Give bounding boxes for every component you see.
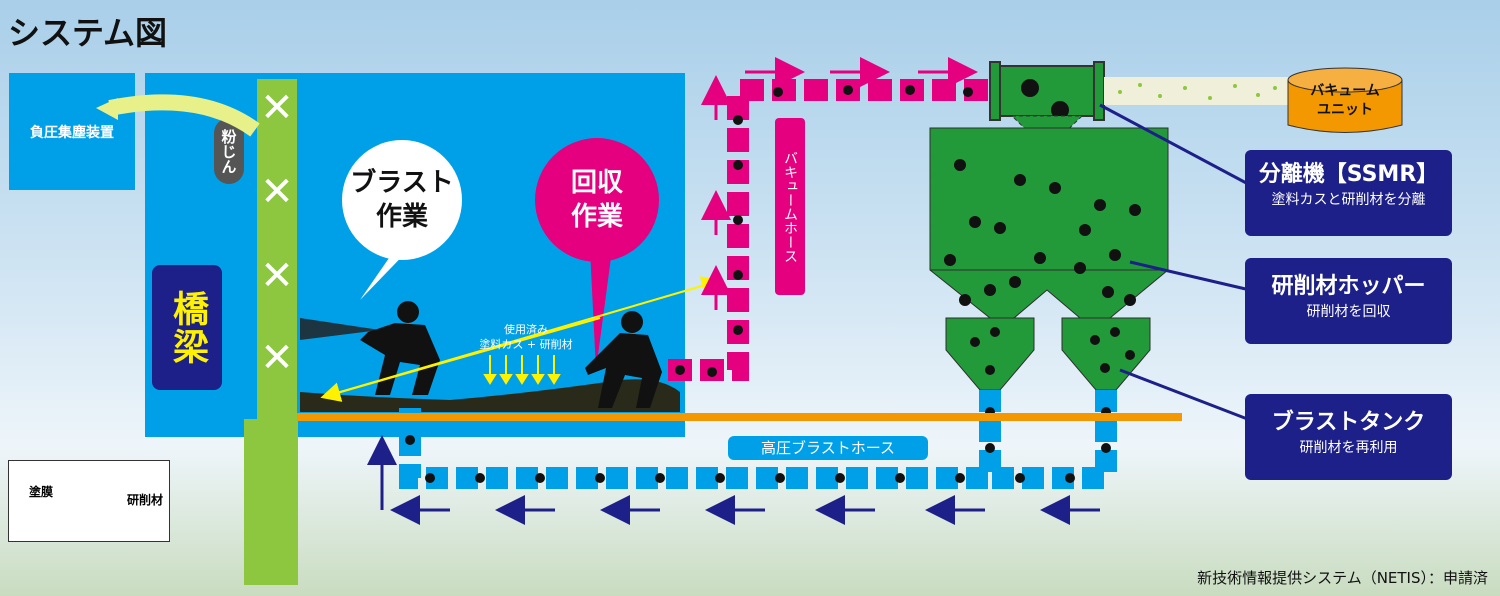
recovery-worker-silhouette [585,311,662,408]
vacuum-unit-line1: バキューム [1310,83,1380,99]
separator-inlet [996,65,1098,117]
recovery-bubble-tail [590,250,612,370]
work-floor-line [297,413,1182,421]
high-pressure-hose-label: 高圧ブラストホース [728,436,928,460]
netis-footer-note: 新技術情報提供システム（NETIS）：申請済 [1197,569,1488,587]
bridge-label: 橋梁 [152,265,222,390]
blast-tank-desc: 研削材を再利用 [1299,440,1398,456]
vacuum-flow-arrows [701,57,978,310]
dust-flow-arrowhead [96,98,118,120]
pillar-brace-mark: ✕ [260,335,294,381]
used-material-line2: 塗料カス + 研削材 [479,338,573,351]
vacuum-unit-label: バキューム ユニット [1285,82,1405,120]
return-arrow [320,317,601,402]
hopper-title: 研削材ホッパー [1271,274,1426,299]
hopper-desc: 研削材を回収 [1306,304,1391,320]
negative-pressure-collector [9,73,135,190]
abrasive-pile [300,379,680,412]
pillar-brace-mark: ✕ [260,169,294,215]
pillar-brace-mark: ✕ [260,253,294,299]
vacuum-hose-label: バキュームホース [775,118,805,295]
blast-tank-title: ブラストタンク [1271,410,1426,435]
blast-work-line1: ブラスト [350,168,454,198]
legend-abrasive-label: 研削材 [127,493,164,507]
blast-tank-connector [1119,368,1251,422]
hopper-abrasive-particles [944,159,1141,375]
legend-coating-label: 塗膜 [29,485,54,499]
vacuum-unit-top [1287,67,1403,93]
separator-title: 分離機【SSMR】 [1258,162,1439,187]
used-material-label: 使用済み 塗料カス + 研削材 [470,322,582,352]
recovery-work-line1: 回収 [570,168,623,198]
blast-worker-silhouette [360,301,440,395]
vacuum-unit-body [1287,79,1403,133]
hopper-info-box: 研削材ホッパー 研削材を回収 [1245,258,1452,344]
vacuum-hose-particles [675,85,973,377]
page-title: システム図 [8,14,168,52]
vacuum-pipe-dust [1118,83,1277,100]
blast-tank-left [945,317,1035,391]
dust-label: 粉じん [214,118,244,184]
hopper-connector [1129,260,1251,292]
recovery-work-line2: 作業 [570,202,623,232]
bridge-pillar [257,79,297,419]
blast-spray [300,318,380,340]
falling-material-arrows [483,355,561,385]
recovery-work-bubble: 回収 作業 [535,138,659,262]
vacuum-unit-line2: ユニット [1317,102,1373,118]
blast-flow-arrows [367,435,1100,525]
legend: 塗膜 研削材 [8,460,170,542]
vacuum-pipe [1104,77,1289,105]
separator-connector [1099,103,1251,187]
blast-work-bubble: ブラスト 作業 [342,140,462,260]
used-material-line1: 使用済み [504,323,548,336]
blast-tank-right [1061,317,1151,391]
negative-pressure-label: 負圧集塵装置 [30,125,114,141]
separator-desc: 塗料カスと研削材を分離 [1271,192,1426,208]
hopper-tank [929,127,1169,319]
blast-tank-info-box: ブラストタンク 研削材を再利用 [1245,394,1452,480]
vacuum-hose [668,79,1000,381]
blast-work-line2: 作業 [375,202,428,232]
dust-flow-arrow [108,94,260,137]
separator-info-box: 分離機【SSMR】 塗料カスと研削材を分離 [1245,150,1452,236]
pillar-brace-mark: ✕ [260,85,294,131]
bridge-pillar-base [244,419,298,585]
